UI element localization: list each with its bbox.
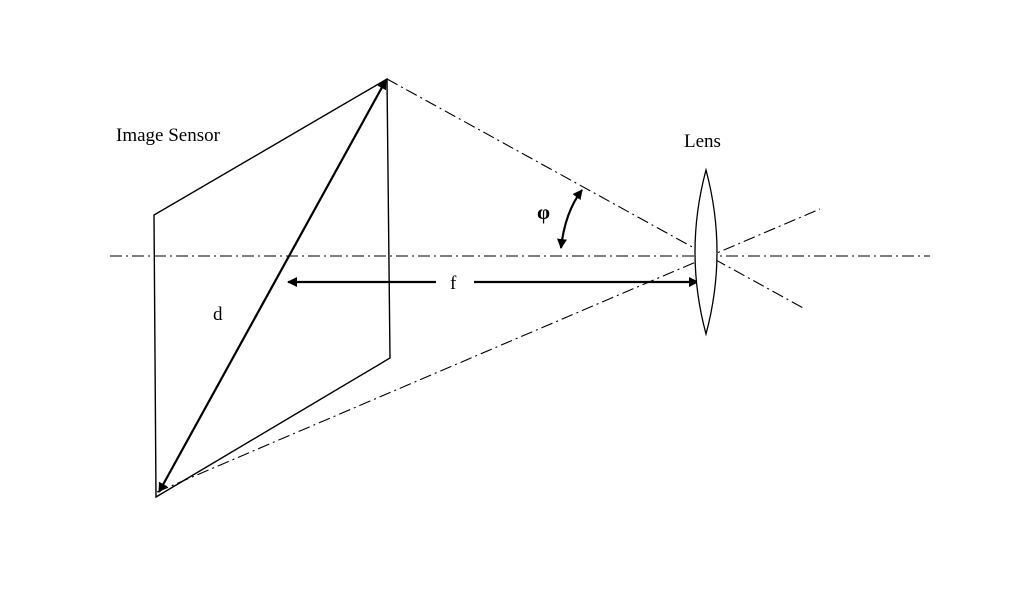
angle-phi-label: φ — [537, 200, 550, 224]
lens-label: Lens — [684, 131, 721, 152]
image-sensor-label: Image Sensor — [116, 125, 221, 146]
angle-phi-arc — [557, 189, 583, 249]
lower-field-ray — [156, 208, 821, 493]
diagonal-d-label: d — [213, 304, 223, 325]
focal-length-f-label: f — [450, 273, 457, 294]
diagonal-d-arrow — [158, 79, 387, 493]
upper-field-ray — [386, 78, 806, 310]
lens-shape — [694, 167, 718, 337]
